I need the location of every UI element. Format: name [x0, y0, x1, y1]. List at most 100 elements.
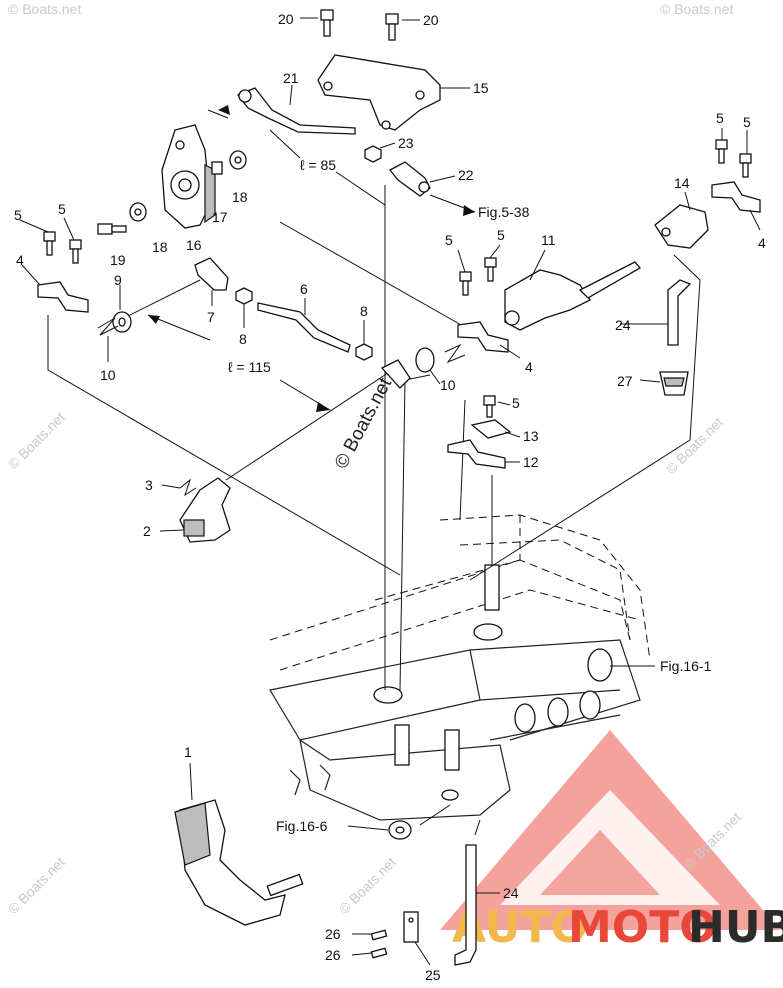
- washer-fig16-6: [388, 820, 412, 840]
- link-rod-21: [236, 87, 356, 135]
- handle-1: [174, 799, 304, 926]
- automotohub-logo: AUTO MOTO HUB: [440, 730, 783, 953]
- connector-25: [403, 911, 419, 943]
- callout-11: 11: [541, 232, 556, 248]
- callout-13: 13: [523, 428, 539, 444]
- logo-text-hub: HUB: [688, 902, 783, 953]
- watermark-bottom-center: © Boats.net: [336, 854, 399, 917]
- dimension-l115: ℓ = 115: [228, 359, 271, 375]
- callout-26-upper: 26: [325, 926, 341, 942]
- callout-5-left-b: 5: [58, 201, 66, 217]
- callout-26-lower: 26: [325, 947, 341, 963]
- callout-5-mid-a: 5: [445, 232, 453, 248]
- callout-9: 9: [114, 272, 122, 288]
- callout-fig5-38: Fig.5-38: [478, 204, 530, 220]
- nut-23: [364, 145, 382, 163]
- callout-7: 7: [207, 309, 215, 325]
- bolt-5-left-b: [69, 239, 82, 264]
- callout-23: 23: [398, 135, 414, 151]
- callout-5-right-b: 5: [743, 114, 751, 130]
- plate-13: [470, 419, 512, 439]
- bolt-20-left: [320, 9, 334, 37]
- callout-5-right-a: 5: [716, 110, 724, 126]
- callout-22: 22: [458, 167, 474, 183]
- engine-bracket-body: [269, 514, 651, 821]
- clip-10-right: [444, 343, 466, 364]
- lever-11: [504, 261, 641, 331]
- callout-20-right: 20: [423, 12, 439, 28]
- watermark-bottom-left: © Boats.net: [5, 854, 68, 917]
- callout-15: 15: [473, 80, 489, 96]
- washer-18-lower: [129, 202, 147, 222]
- callout-27: 27: [617, 373, 633, 389]
- bolt-5-right-b: [739, 153, 752, 178]
- nut-8-lower: [355, 343, 373, 361]
- callout-4-left: 4: [16, 252, 24, 268]
- callout-8-lower: 8: [360, 303, 368, 319]
- bracket-15: [317, 54, 441, 131]
- clamp-4-mid: [457, 321, 509, 353]
- watermark-top-right: © Boats.net: [660, 1, 733, 17]
- clamp-4-right: [711, 181, 761, 213]
- callout-20-left: 20: [278, 11, 294, 27]
- bolt-5-mid-b: [484, 257, 497, 282]
- plate-12: [447, 439, 506, 469]
- pin-26-upper: [370, 929, 388, 941]
- callout-4-right: 4: [758, 235, 766, 251]
- callout-4-mid: 4: [525, 359, 533, 375]
- callout-25: 25: [425, 967, 441, 983]
- callout-5-left-a: 5: [14, 207, 22, 223]
- callout-12: 12: [523, 454, 539, 470]
- callout-10-right: 10: [440, 377, 456, 393]
- callout-21: 21: [283, 70, 299, 86]
- collar-17: [211, 161, 223, 175]
- washer-18-upper: [229, 150, 247, 170]
- hose-24-upper: [667, 279, 692, 346]
- callout-fig16-1: Fig.16-1: [660, 658, 712, 674]
- joint-22: [389, 161, 431, 197]
- ball-joint: [380, 347, 435, 389]
- callout-fig16-6: Fig.16-6: [276, 818, 328, 834]
- callout-5-mid-b: 5: [497, 227, 505, 243]
- throttle-cam-16: [161, 124, 216, 229]
- leader-lines: [19, 17, 761, 966]
- callout-16: 16: [186, 237, 202, 253]
- callout-18-upper: 18: [232, 189, 248, 205]
- callout-2: 2: [143, 523, 151, 539]
- watermark-left: © Boats.net: [5, 409, 68, 472]
- bolt-19: [97, 223, 127, 235]
- link-rod-6: [257, 302, 351, 353]
- grommet-27: [659, 371, 689, 396]
- callout-3: 3: [145, 477, 153, 493]
- bolt-5-right-a: [715, 139, 728, 164]
- callout-1: 1: [184, 744, 192, 760]
- clamp-4-left: [37, 281, 89, 313]
- bolt-5-mid-a: [459, 271, 472, 296]
- watermark-right: © Boats.net: [663, 414, 726, 477]
- watermark-top-left: © Boats.net: [8, 1, 81, 17]
- callout-8-upper: 8: [239, 331, 247, 347]
- joint-7: [194, 257, 229, 291]
- callout-24-lower: 24: [503, 885, 519, 901]
- bolt-20-right: [385, 13, 399, 41]
- nut-8-upper: [235, 287, 253, 305]
- callout-6: 6: [300, 281, 308, 297]
- pin-3: [179, 478, 197, 497]
- lever-2: [179, 477, 231, 543]
- hose-24-lower: [454, 844, 477, 966]
- callout-24-upper: 24: [615, 317, 631, 333]
- callout-14: 14: [674, 175, 690, 191]
- assembly-lines: [47, 185, 701, 836]
- logo-text-moto: MOTO: [568, 902, 717, 953]
- callout-18-lower: 18: [152, 239, 168, 255]
- bolt-5-left-a: [43, 231, 56, 256]
- holder-14: [654, 204, 709, 249]
- clip-10-left: [97, 317, 119, 336]
- callout-10-left: 10: [100, 367, 116, 383]
- callout-17: 17: [212, 209, 228, 225]
- callout-19: 19: [110, 252, 126, 268]
- callout-5-plate: 5: [512, 395, 520, 411]
- pin-26-lower: [370, 947, 388, 959]
- washer-9: [112, 311, 132, 333]
